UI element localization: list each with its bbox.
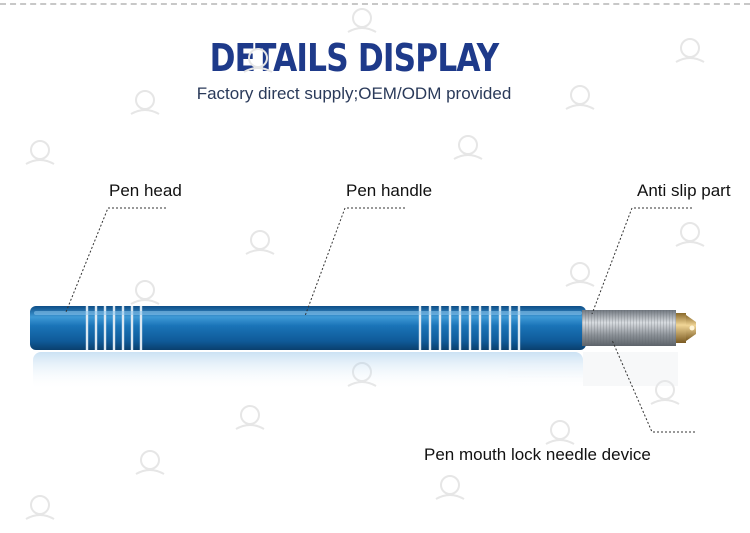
label-anti-slip-part: Anti slip part — [637, 181, 731, 200]
page-title: DETAILS DISPLAY — [209, 36, 500, 80]
pen-body — [30, 306, 586, 350]
page-subtitle: Factory direct supply;OEM/ODM provided — [196, 84, 512, 103]
watermark-logos — [25, 8, 705, 520]
label-needle-device: Pen mouth lock needle device — [424, 445, 651, 464]
label-pen-head: Pen head — [109, 181, 182, 200]
label-pen-handle: Pen handle — [346, 181, 433, 200]
top-dashed-border — [0, 3, 750, 5]
callout-lines — [65, 207, 695, 433]
anti-slip-grip — [582, 310, 676, 346]
needle-tip — [676, 313, 696, 343]
pen-reflection — [33, 352, 678, 390]
